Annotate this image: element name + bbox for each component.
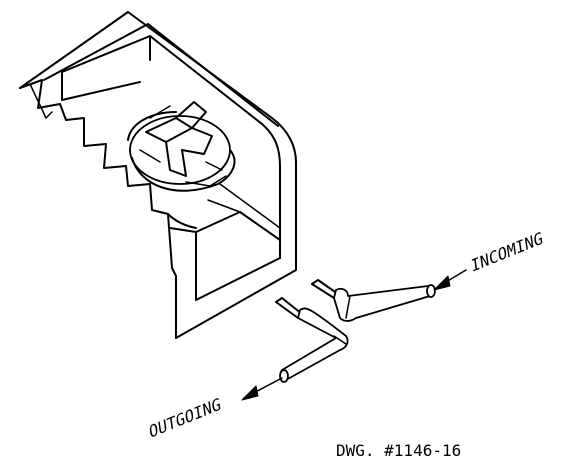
housing-right-wall [175, 117, 297, 339]
outgoing-wire [275, 297, 349, 383]
drawing-number: DWG. #1146-16 [336, 441, 461, 460]
outgoing-label: OUTGOING [148, 394, 222, 442]
terminal-block [19, 11, 297, 339]
broken-edge [19, 79, 177, 339]
terminal-screw [127, 101, 236, 192]
housing-inner-rim [43, 23, 279, 127]
outgoing-arrow [241, 377, 283, 401]
incoming-arrow [433, 269, 467, 291]
incoming-wire [311, 279, 436, 322]
incoming-label: INCOMING [470, 228, 544, 276]
